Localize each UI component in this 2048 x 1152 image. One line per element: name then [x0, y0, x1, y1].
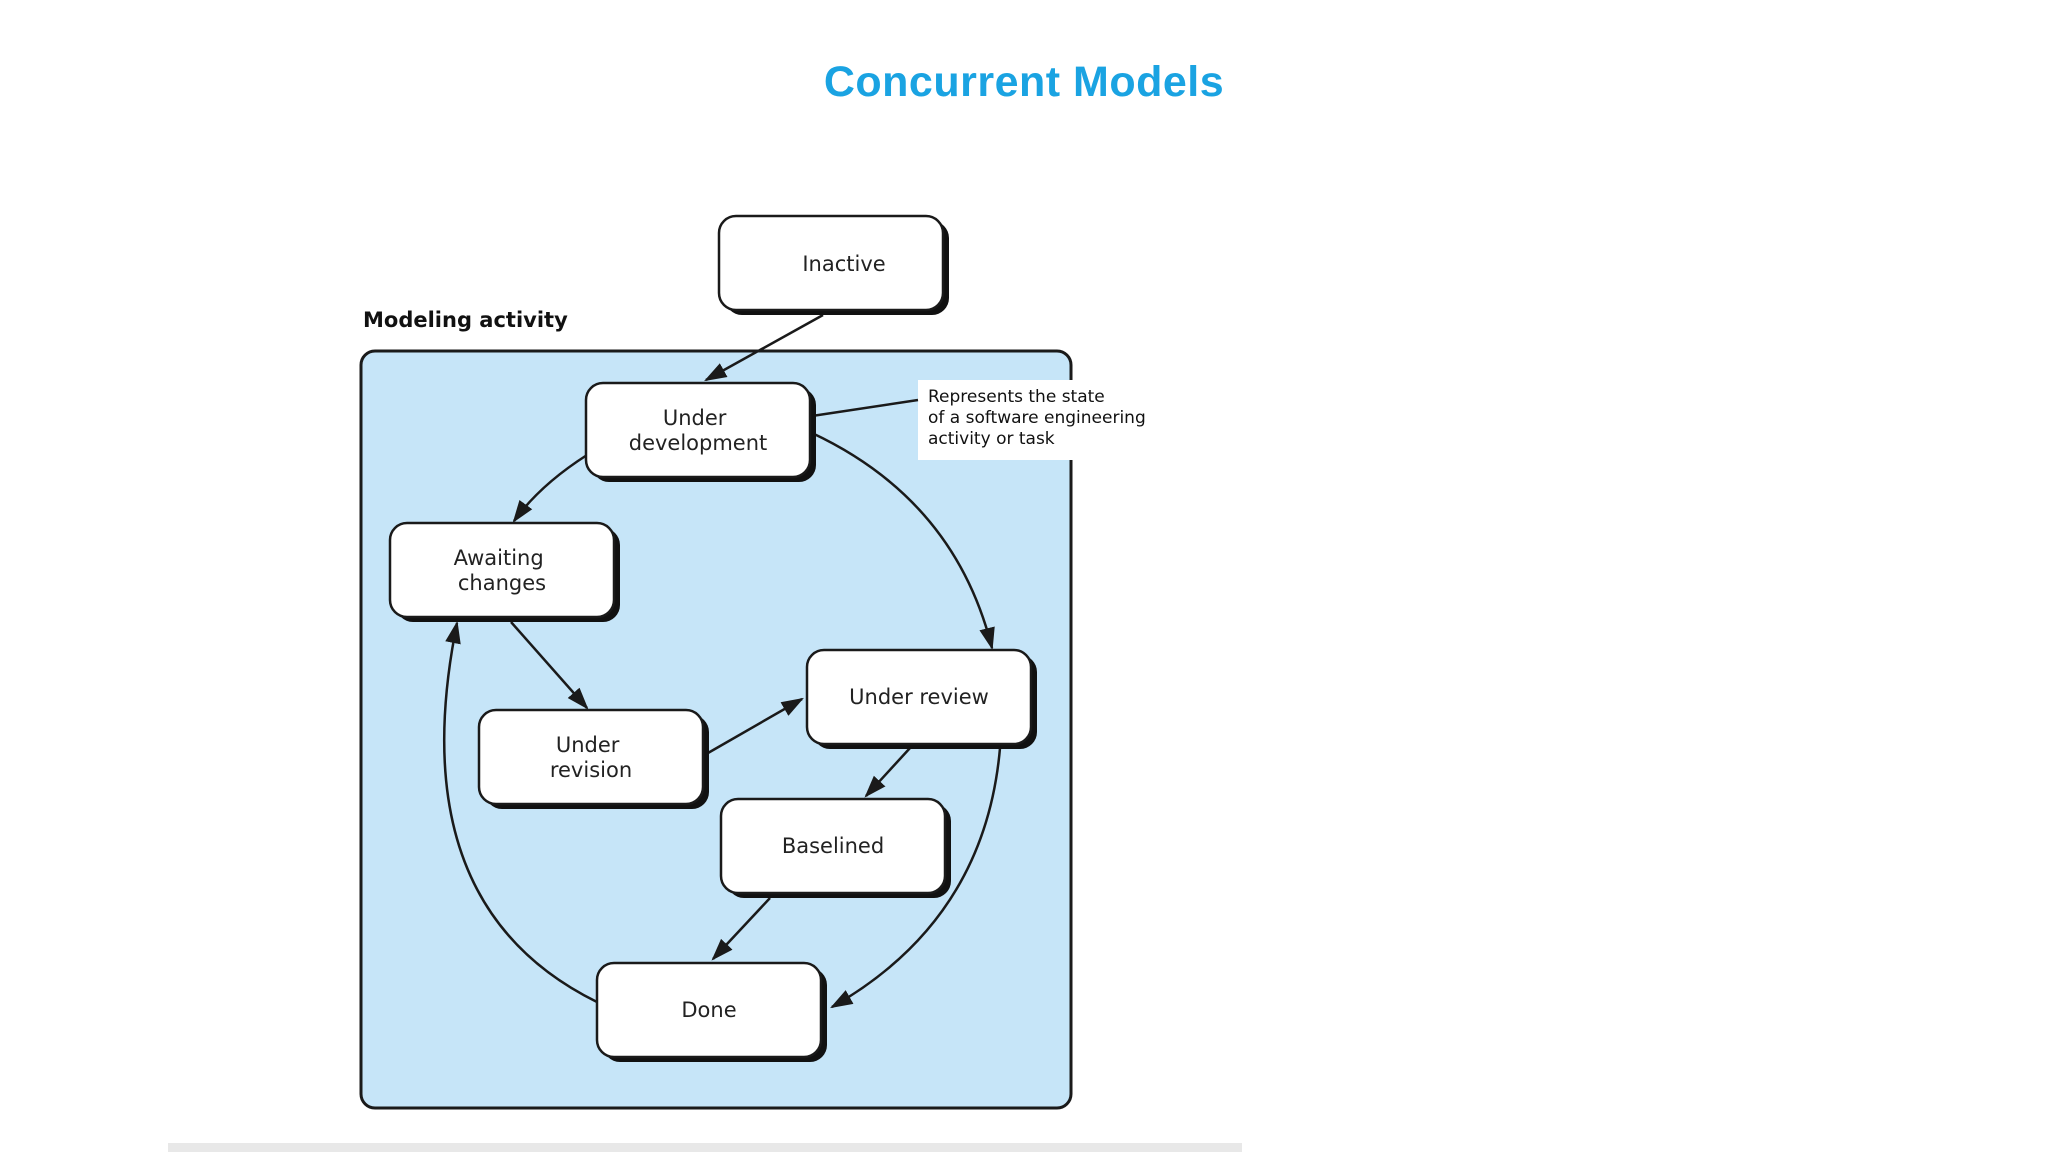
note-line-1: Represents the state: [928, 387, 1105, 407]
state-baselined-label: Baselined: [782, 834, 884, 858]
note-box: [918, 380, 1153, 460]
state-under-development: Under development: [584, 381, 816, 482]
slide-title: Concurrent Models: [823, 58, 1225, 106]
state-under-review-label: Under review: [849, 685, 989, 709]
arrow-inactive-to-under-development: [704, 313, 824, 382]
arrow-under-review-to-done: [830, 747, 1002, 1009]
arrow-under-development-to-under-review: [811, 431, 995, 651]
state-baselined: Baselined: [719, 797, 951, 898]
state-under-revision-label: Under revision: [550, 733, 632, 782]
note-line-3: activity or task: [928, 429, 1055, 449]
state-inactive: Inactive: [717, 214, 949, 315]
state-under-review: Under review: [805, 648, 1037, 749]
arrow-under-review-to-baselined: [864, 747, 911, 798]
note-line-2: of a software engineering: [928, 408, 1146, 428]
transitions: [442, 313, 1002, 1009]
arrow-baselined-to-done: [711, 897, 771, 961]
bottom-scroll-bar: [168, 1143, 1242, 1152]
state-awaiting-changes: Awaiting changes: [388, 521, 620, 622]
state-under-development-label: Under development: [629, 406, 768, 455]
arrow-done-to-awaiting-changes: [442, 620, 598, 1004]
state-under-revision: Under revision: [477, 708, 709, 809]
note-text: Represents the state of a software engin…: [928, 387, 1151, 449]
arrow-under-revision-to-under-review: [707, 697, 804, 755]
arrow-under-development-to-awaiting-changes: [512, 453, 588, 523]
state-awaiting-changes-label: Awaiting changes: [454, 546, 551, 595]
modeling-activity-label: Modeling activity: [363, 308, 568, 332]
state-done-label: Done: [681, 998, 736, 1022]
state-done: Done: [595, 961, 827, 1062]
state-inactive-label: Inactive: [802, 252, 885, 276]
arrow-awaiting-changes-to-under-revision: [510, 621, 589, 710]
